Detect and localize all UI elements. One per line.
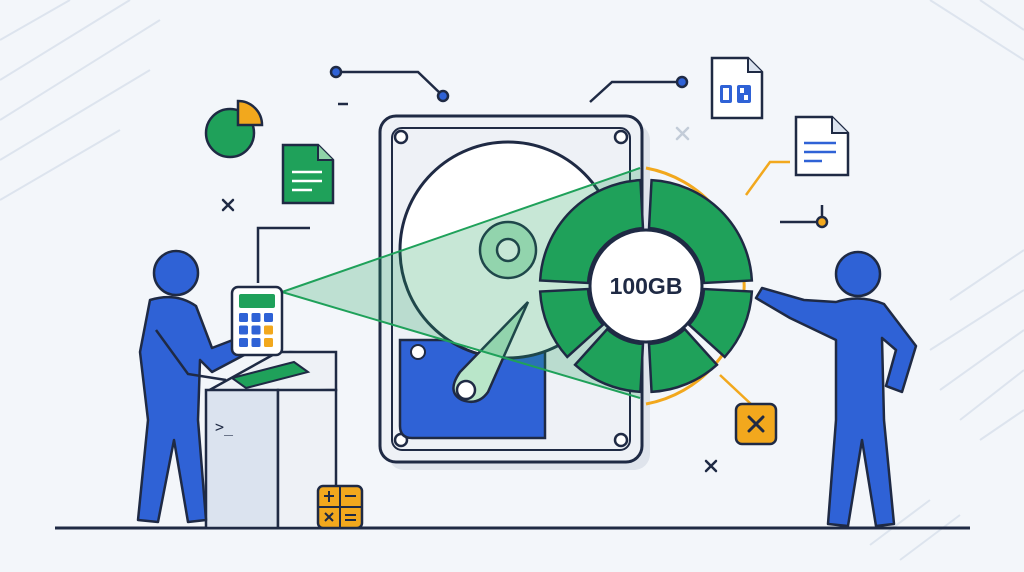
capacity-label: 100GB [610,273,683,299]
scan-beam-edge [281,291,641,399]
close-icon [704,459,718,473]
calculator-key [239,325,248,335]
calculator-key [239,338,248,347]
math-operators-icon [316,484,364,530]
gauge-segment [647,178,754,285]
document-icon [281,143,335,205]
scan-beam [282,168,640,398]
gauge-segment [538,287,605,359]
connector-lines [256,65,829,406]
document-icon [794,115,850,177]
gauge-segment [573,327,645,394]
pie-chart-icon [204,99,264,159]
terminal-icon: >_ [204,350,338,530]
scan-beam-edge [281,167,641,293]
calculator-key [264,338,273,347]
close-icon [675,126,690,141]
calculator-keypad [239,313,273,347]
document-icon [710,56,764,120]
gauge-segment [687,287,754,359]
calculator-icon [230,285,284,357]
calculator-key [251,313,261,322]
close-icon [221,198,235,212]
person-icon [136,249,248,524]
calculator-key [251,338,261,347]
gauge-ring [538,178,754,394]
close-icon [734,402,778,446]
terminal-prompt: >_ [215,418,234,436]
capacity-gauge: 100GB [538,166,754,406]
person-icon [754,250,918,528]
gauge-segment [538,178,645,285]
calculator-key [264,325,273,335]
calculator-key [239,313,248,322]
calculator-key [251,325,261,335]
calculator-key [264,313,273,322]
gauge-segment [647,327,719,394]
